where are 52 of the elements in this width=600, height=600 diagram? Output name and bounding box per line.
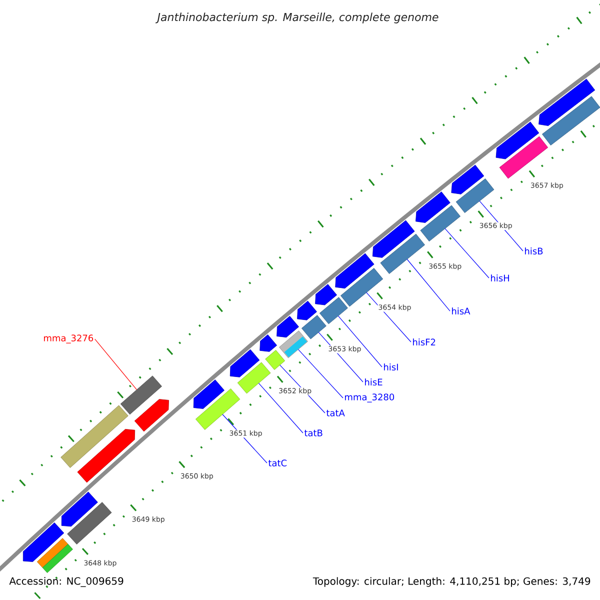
gene-block — [193, 380, 224, 409]
leader-line — [94, 338, 138, 390]
gene-block — [416, 192, 450, 223]
gene-block — [451, 164, 484, 194]
gene-bar — [301, 315, 326, 340]
gene-block — [297, 300, 317, 320]
leader-line — [444, 228, 490, 278]
gene-bar — [542, 96, 600, 146]
gene-block — [22, 522, 64, 562]
accession-text: Accession: NC_009659 — [9, 577, 124, 587]
leader-line — [366, 292, 412, 342]
gene-block — [77, 429, 136, 483]
gene-label: tatB — [304, 430, 322, 436]
gene-label: tatA — [326, 410, 345, 416]
gene-block — [496, 122, 540, 160]
gene-block — [372, 220, 415, 258]
gene-label: hisF2 — [413, 338, 436, 346]
leader-line — [298, 349, 344, 398]
gene-label: hisE — [365, 378, 382, 386]
leader-line — [258, 382, 304, 434]
gene-block — [230, 349, 260, 378]
gene-label: mma_3280 — [345, 394, 394, 402]
gene-bar — [319, 297, 348, 324]
gene-bar — [420, 205, 460, 242]
title: Janthinobacterium sp. Marseille, complete genome — [155, 12, 438, 24]
leader-line — [338, 316, 382, 368]
gene-block — [335, 253, 374, 289]
gene-bar — [36, 538, 68, 568]
gene-bar — [60, 405, 128, 468]
gene-bar — [237, 362, 271, 394]
gene-label: tatC — [268, 460, 287, 466]
gene-block — [315, 284, 337, 306]
genome-info-text: Topology: circular; Length: 4,110,251 bp; Genes: 3,749 — [312, 577, 590, 587]
gene-bar — [499, 136, 548, 179]
gene-block — [538, 78, 596, 126]
gene-label: hisB — [525, 248, 543, 254]
gene-block — [276, 316, 299, 338]
gene-bar — [456, 178, 494, 213]
gene-bar — [120, 376, 162, 415]
gene-bar — [380, 234, 425, 274]
gene-label: mma_3276 — [44, 334, 94, 344]
gene-label: hisA — [452, 308, 470, 314]
gene-block — [260, 334, 278, 352]
gene-bar — [195, 388, 240, 430]
gene-label: hisH — [491, 274, 509, 282]
gene-label: hisI — [384, 364, 398, 370]
gene-bar — [42, 544, 73, 573]
gene-bar — [265, 350, 286, 370]
gene-bar — [67, 502, 112, 544]
gene-block — [61, 492, 98, 527]
leader-line — [406, 258, 450, 312]
gene-block — [134, 399, 169, 432]
